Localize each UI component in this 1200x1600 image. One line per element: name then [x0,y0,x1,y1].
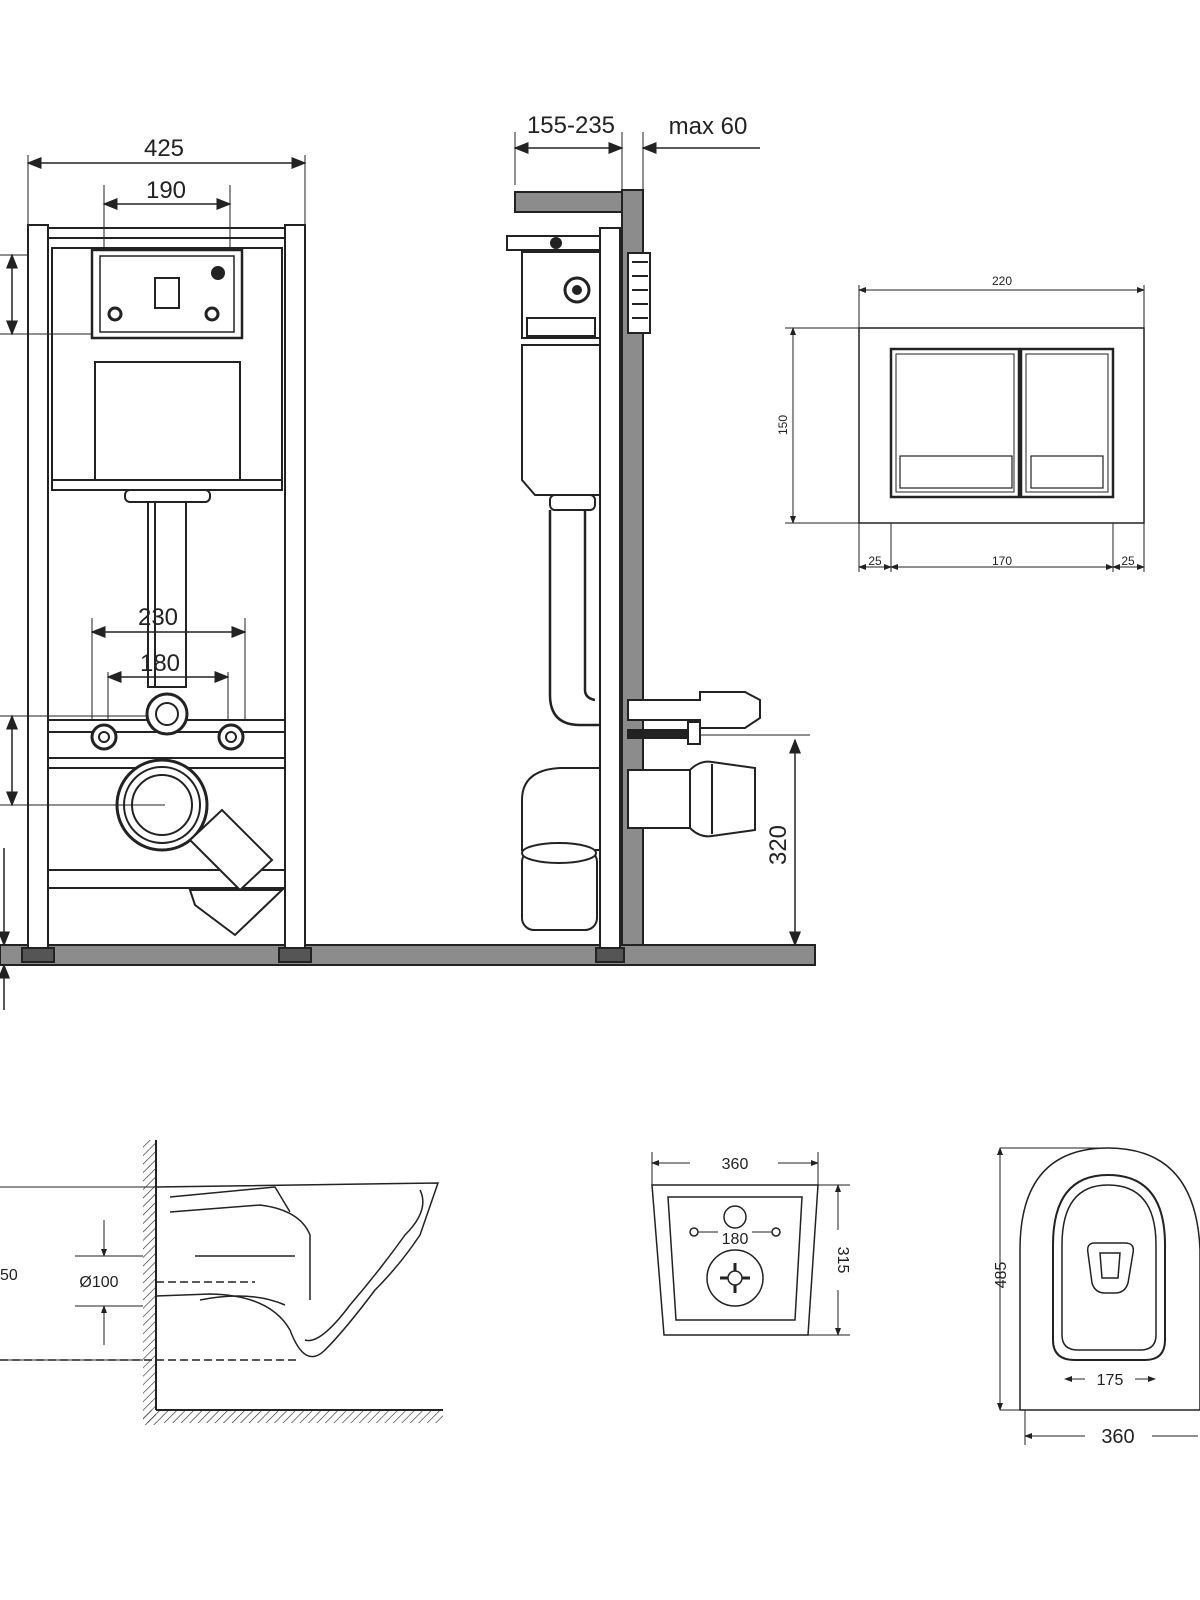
dim-150: 150 [776,415,790,435]
frame-side-dimensions [513,142,801,947]
bowl-back-outline [651,1184,819,1336]
wall [621,189,644,946]
dim-25-right: 25 [1121,554,1135,568]
dim-diameter-100: Ø100 [79,1274,118,1291]
dim-155-235: 155-235 [527,112,615,139]
bowl-top-dimensions [997,1147,1198,1439]
dim-max-60: max 60 [669,113,748,140]
bowl-profile [155,1182,440,1358]
dim-425: 425 [144,135,184,162]
frame-post-left [27,224,49,961]
bowl-back-view [651,1152,850,1336]
bowl-drain-top [1086,1242,1135,1294]
frame-front-dimensions [0,157,307,1010]
dim-485: 485 [993,1262,1010,1289]
frame-side-view [506,132,810,963]
dim-back-180: 180 [722,1231,749,1248]
dim-25-left: 25 [868,554,882,568]
dim-180: 180 [140,650,180,677]
drain-hole [706,1249,764,1307]
dim-220: 220 [992,274,1012,288]
dim-190: 190 [146,177,186,204]
dim-back-360: 360 [722,1156,749,1173]
flush-plate-view [785,285,1145,572]
frame-post-right [284,224,306,961]
wall-hatch [143,1140,156,1425]
frame-front-view [0,155,816,966]
floor-hatch [143,1410,443,1423]
dim-175: 175 [1097,1372,1124,1389]
bowl-top-outline [1019,1147,1200,1411]
bowl-back-dimensions [651,1160,841,1336]
flush-plate-dimensions [790,287,1145,570]
dim-top-360: 360 [1101,1426,1134,1448]
flush-button-small [1019,347,1115,499]
dim-315: 315 [834,1247,851,1274]
dim-320: 320 [765,825,792,865]
floor-line [0,944,816,966]
bowl-side-section [0,1140,443,1425]
dim-50-cut: 50 [0,1267,18,1284]
frame-post-side [599,227,621,959]
flush-button-large [889,347,1021,499]
dim-230: 230 [138,604,178,631]
flush-plate [858,327,1145,524]
cistern [94,361,241,483]
bowl-top-view [1000,1147,1200,1445]
water-inlet-hole [723,1205,747,1229]
dim-170: 170 [992,554,1012,568]
